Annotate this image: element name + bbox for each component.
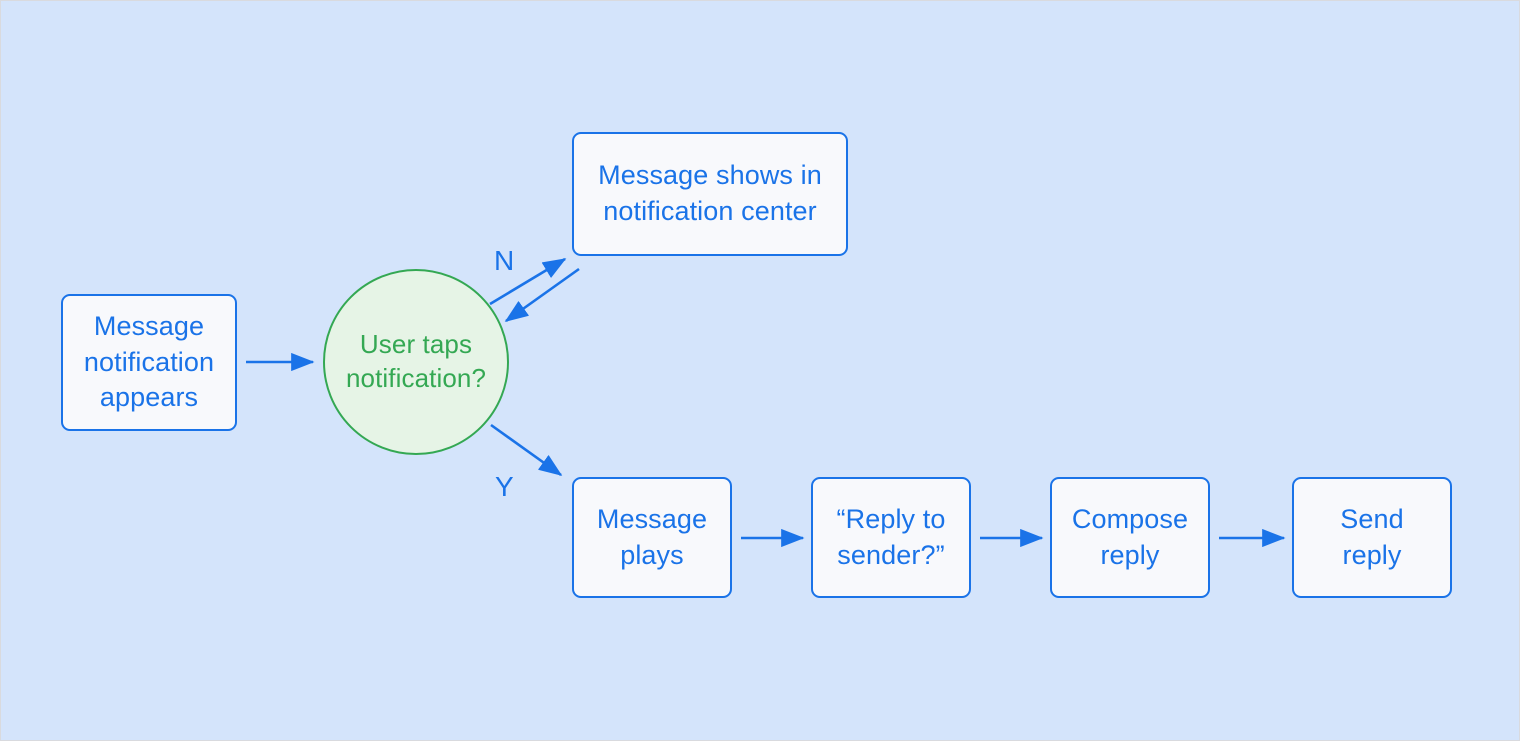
node-compose-reply[interactable]: Compose reply [1050,477,1210,598]
node-message-plays[interactable]: Message plays [572,477,732,598]
node-reply-to-sender[interactable]: “Reply to sender?” [811,477,971,598]
edge-center-to-decision [504,267,580,323]
edge-decision-to-plays [490,423,563,477]
edge-label-y: Y [495,471,514,502]
node-label: Send reply [1340,503,1404,570]
node-message-shows-in-notification-center[interactable]: Message shows in notification center [572,132,848,256]
node-message-notification-appears[interactable]: Message notification appears [61,294,237,431]
node-label: Message notification appears [83,310,215,413]
edge-label-n: N [494,245,515,276]
node-label: Message shows in notification center [598,160,822,226]
node-send-reply[interactable]: Send reply [1292,477,1452,598]
node-label: “Reply to sender?” [836,503,946,570]
node-user-taps-decision[interactable]: User taps notification? [323,269,509,455]
node-label: Compose reply [1071,503,1189,570]
node-label: Message plays [596,503,708,570]
node-label: User taps notification? [345,329,487,393]
